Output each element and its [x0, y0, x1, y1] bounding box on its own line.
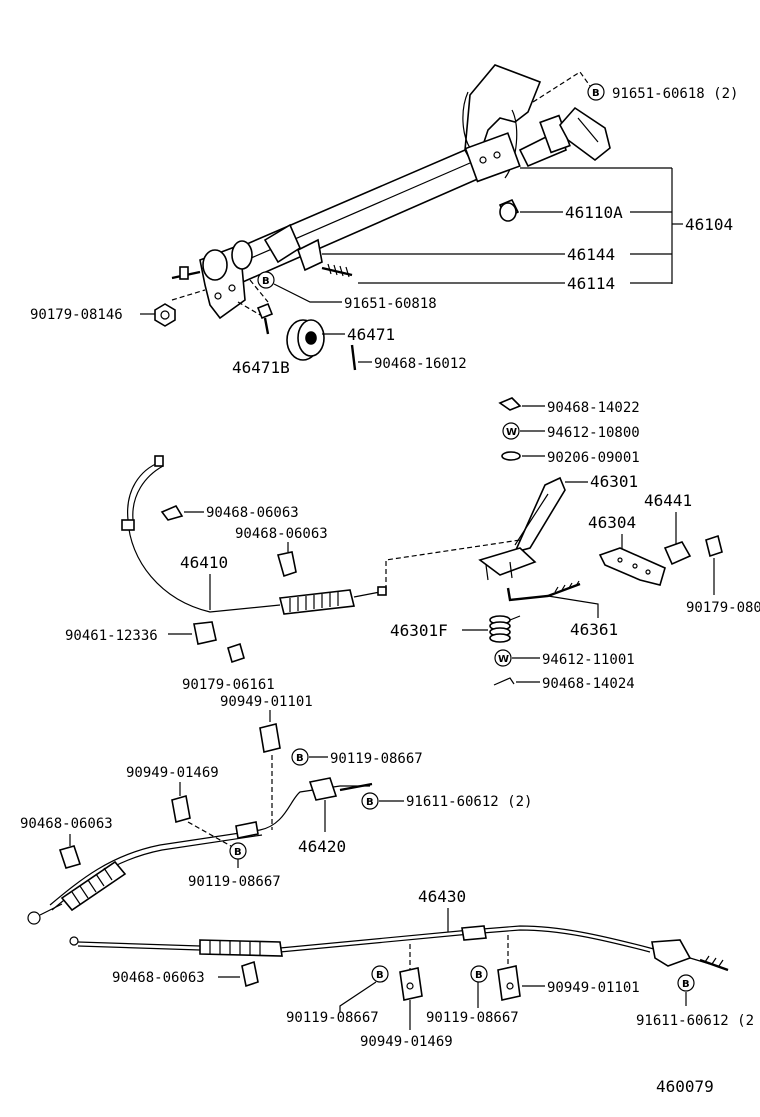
label-90179-08146: 90179-08146: [30, 307, 123, 323]
label-94612-11001: 94612-11001: [542, 652, 635, 668]
label-90468-06063-a: 90468-06063: [206, 505, 299, 521]
spring-46301F: [489, 615, 521, 643]
label-46301F: 46301F: [390, 621, 448, 640]
b-marker-text: B: [296, 753, 304, 764]
clip-90468-06063-a: [160, 504, 184, 521]
bracket-group: 46304 46441 90179-08057: [588, 491, 760, 616]
rear-cable-46430: 46430 90468-06063 B 90119-08667 90949-01…: [69, 887, 754, 1050]
b-marker-text: B: [366, 797, 374, 808]
clip-90468-06063-b: [276, 551, 297, 578]
boot-46441: [663, 541, 692, 566]
spring-46114: [321, 263, 353, 278]
label-46471B: 46471B: [232, 358, 290, 377]
label-91611-60612-a: 91611-60612 (2): [406, 794, 532, 810]
label-46301: 46301: [590, 472, 638, 491]
clip-90468-14022: [498, 397, 522, 411]
diagram-code: 460079: [656, 1077, 714, 1096]
label-90949-01469-b: 90949-01469: [360, 1034, 453, 1050]
b-marker-text: B: [592, 88, 600, 99]
label-90949-01469-a: 90949-01469: [126, 765, 219, 781]
label-90468-14024: 90468-14024: [542, 676, 635, 692]
top-labels: B 91651-60618 (2) 46110A 46104 46144 461…: [30, 83, 738, 377]
label-46471: 46471: [347, 325, 395, 344]
ratchet-46144: [297, 238, 323, 272]
washer-90206-09001: [501, 451, 521, 461]
b-marker-text: B: [682, 979, 690, 990]
clip-90468-06063-d: [241, 960, 259, 988]
clamp-90949-01101-a: [259, 723, 281, 753]
b-marker-text: B: [376, 970, 384, 981]
clamp-90461-12336: [193, 621, 217, 645]
label-91651-60818: 91651-60818: [344, 296, 437, 312]
label-90468-14022: 90468-14022: [547, 400, 640, 416]
label-90119-08667-a: 90119-08667: [330, 751, 423, 767]
rod-46361: [506, 582, 581, 602]
intermediate-cable-46420: 90949-01101 B 90119-08667 90949-01469 B …: [20, 694, 532, 925]
label-90468-16012: 90468-16012: [374, 356, 467, 372]
nut-90179-06161: [227, 642, 245, 664]
label-90206-09001: 90206-09001: [547, 450, 640, 466]
label-90461-12336: 90461-12336: [65, 628, 158, 644]
pin-90468-16012: [350, 344, 357, 371]
label-46361: 46361: [570, 620, 618, 639]
label-46110A: 46110A: [565, 203, 623, 222]
front-clips: 90468-06063 90468-06063 90461-12336 9017…: [65, 504, 328, 693]
label-46304: 46304: [588, 513, 636, 532]
w-marker-text: W: [506, 427, 517, 438]
label-46144: 46144: [567, 245, 615, 264]
label-90468-06063-b: 90468-06063: [235, 526, 328, 542]
nut-90179-08146: [154, 303, 176, 327]
label-91651-60618: 91651-60618 (2): [612, 86, 738, 102]
w-marker: [502, 422, 520, 440]
bolt-46471B: [256, 302, 274, 335]
b-marker-text: B: [234, 847, 242, 858]
label-90179-08057: 90179-08057: [686, 600, 760, 616]
equalizer-46301: [513, 476, 566, 554]
b-marker: [587, 83, 605, 101]
label-90179-06161: 90179-06161: [182, 677, 275, 693]
label-90468-06063-d: 90468-06063: [112, 970, 205, 986]
label-46420: 46420: [298, 837, 346, 856]
brake-lever-assembly: [171, 64, 611, 320]
label-90119-08667-b: 90119-08667: [188, 874, 281, 890]
handle-grip: [559, 106, 611, 162]
label-90119-08667-d: 90119-08667: [426, 1010, 519, 1026]
nut-90179-08057: [705, 534, 723, 558]
b-marker-text: B: [262, 276, 270, 287]
clamp-90949-01469-a: [171, 794, 191, 824]
clip-90468-06063-c: [58, 845, 82, 869]
mount-plate: [464, 132, 521, 183]
b-marker-text: B: [475, 970, 483, 981]
label-90949-01101-b: 90949-01101: [547, 980, 640, 996]
label-91611-60612-b: 91611-60612 (2: [636, 1013, 754, 1029]
lever-bar: [203, 148, 482, 294]
label-46441: 46441: [644, 491, 692, 510]
label-90949-01101-a: 90949-01101: [220, 694, 313, 710]
label-46410: 46410: [180, 553, 228, 572]
label-46114: 46114: [567, 274, 615, 293]
label-94612-10800: 94612-10800: [547, 425, 640, 441]
label-46104: 46104: [685, 215, 733, 234]
equalizer-group: 90468-14022 W 94612-10800 90206-09001 46…: [390, 397, 640, 692]
label-46430: 46430: [418, 887, 466, 906]
front-cable-46410: 46410: [121, 455, 521, 615]
pulley-46471: [286, 319, 325, 361]
label-90468-06063-c: 90468-06063: [20, 816, 113, 832]
w-marker-text: W: [498, 654, 509, 665]
label-90119-08667-c: 90119-08667: [286, 1010, 379, 1026]
